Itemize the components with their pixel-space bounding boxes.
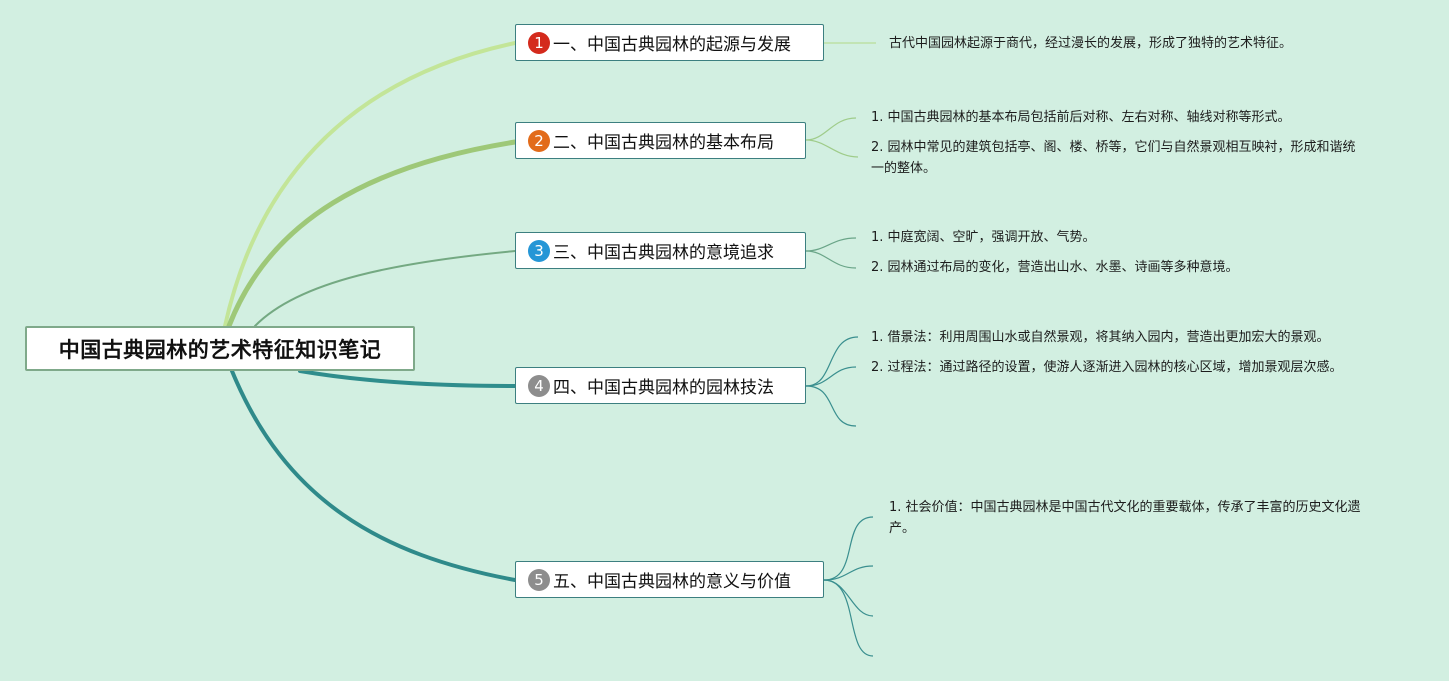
topic-3-label: 三、中国古典园林的意境追求 bbox=[553, 243, 774, 263]
number-5-icon: 5 bbox=[528, 568, 550, 591]
root-title: 中国古典园林的艺术特征知识笔记 bbox=[58, 337, 382, 362]
topic-2-note-2[interactable]: 2. 园林中常见的建筑包括亭、阁、楼、桥等，它们与自然景观相互映衬，形成和谐统一… bbox=[871, 140, 1356, 176]
branch-4-connector bbox=[298, 369, 517, 388]
topic-1-note-1[interactable]: 古代中国园林起源于商代，经过漫长的发展，形成了独特的艺术特征。 bbox=[889, 36, 1293, 51]
topic-4-label: 四、中国古典园林的园林技法 bbox=[553, 378, 774, 398]
root-topic[interactable]: 中国古典园林的艺术特征知识笔记 bbox=[25, 326, 415, 371]
topic-2[interactable]: 2 二、中国古典园林的基本布局 bbox=[515, 122, 806, 159]
topic-3-note-2[interactable]: 2. 园林通过布局的变化，营造出山水、水墨、诗画等多种意境。 bbox=[871, 260, 1239, 275]
topic-4-note-2[interactable]: 2. 过程法：通过路径的设置，使游人逐渐进入园林的核心区域，增加景观层次感。 bbox=[871, 360, 1343, 375]
topic-1[interactable]: 1 一、中国古典园林的起源与发展 bbox=[515, 24, 824, 61]
number-2-icon: 2 bbox=[528, 129, 550, 152]
branch-1-connector bbox=[223, 41, 517, 328]
number-3-icon: 3 bbox=[528, 239, 550, 262]
number-1-icon: 1 bbox=[528, 31, 550, 54]
topic-1-label: 一、中国古典园林的起源与发展 bbox=[553, 35, 791, 55]
topic-2-note-1[interactable]: 1. 中国古典园林的基本布局包括前后对称、左右对称、轴线对称等形式。 bbox=[871, 110, 1291, 125]
topic-3[interactable]: 3 三、中国古典园林的意境追求 bbox=[515, 232, 806, 269]
topic-5[interactable]: 5 五、中国古典园林的意义与价值 bbox=[515, 561, 824, 598]
topic-5-label: 五、中国古典园林的意义与价值 bbox=[553, 572, 791, 592]
topic-5-note-1[interactable]: 1. 社会价值：中国古典园林是中国古代文化的重要载体，传承了丰富的历史文化遗产。 bbox=[889, 500, 1361, 536]
topic-2-label: 二、中国古典园林的基本布局 bbox=[553, 133, 774, 153]
branch-2-connector bbox=[226, 139, 518, 329]
branch-5-connector bbox=[230, 369, 517, 582]
branch-3-connector bbox=[254, 250, 516, 327]
number-4-icon: 4 bbox=[528, 374, 550, 397]
topic-4-note-1[interactable]: 1. 借景法：利用周围山水或自然景观，将其纳入园内，营造出更加宏大的景观。 bbox=[871, 330, 1330, 345]
topic-4[interactable]: 4 四、中国古典园林的园林技法 bbox=[515, 367, 806, 404]
topic-3-note-1[interactable]: 1. 中庭宽阔、空旷，强调开放、气势。 bbox=[871, 230, 1096, 245]
